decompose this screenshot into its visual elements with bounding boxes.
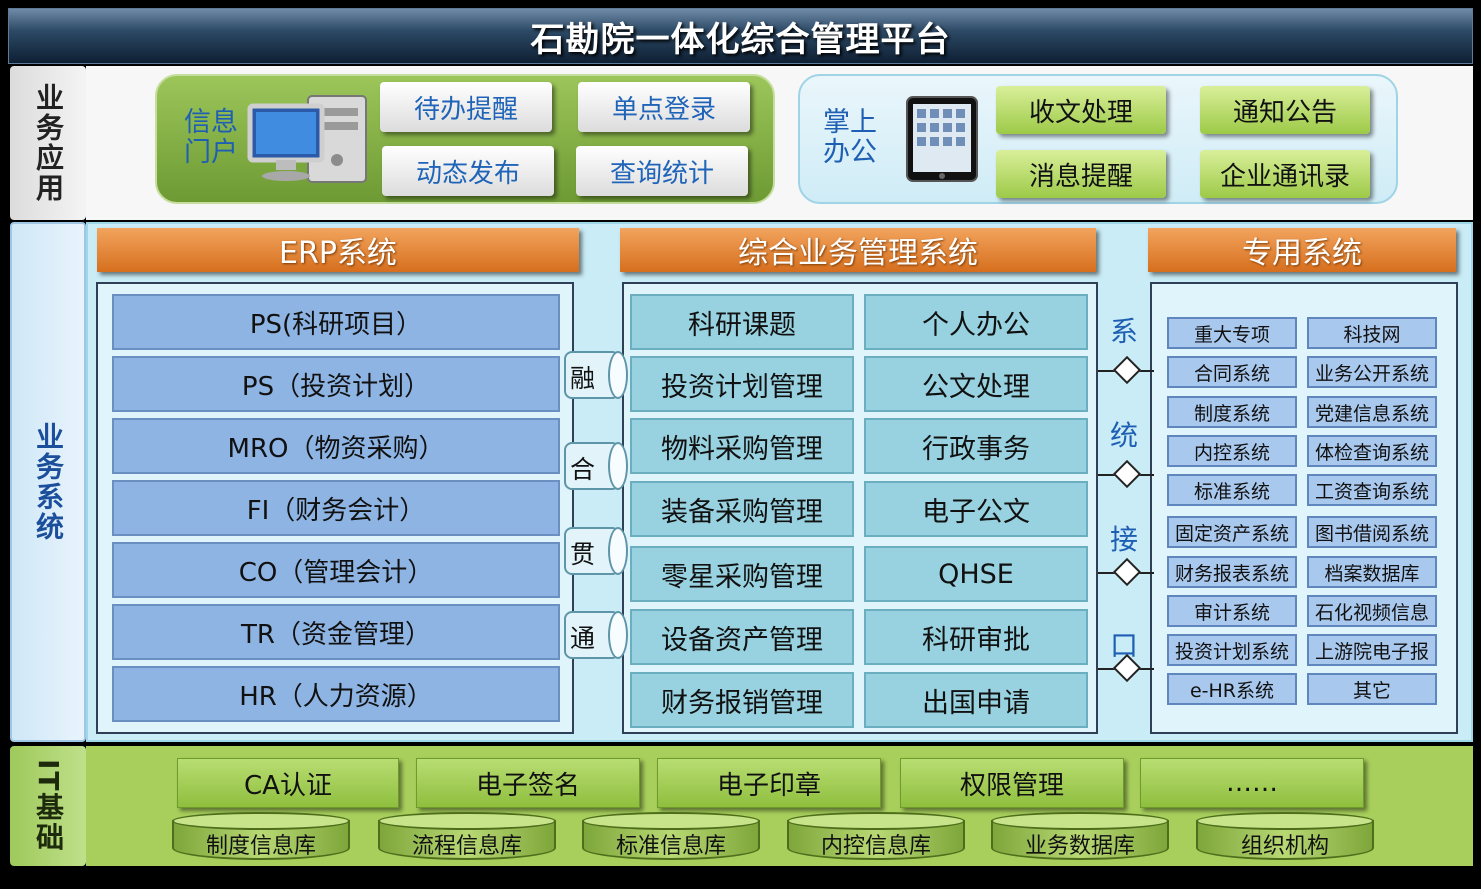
row-label-business-app: 业务应用	[10, 66, 86, 220]
erp-item[interactable]: FI（财务会计）	[112, 480, 560, 536]
pending-reminder-button[interactable]: 待办提醒	[380, 82, 552, 132]
special-item[interactable]: 合同系统	[1167, 356, 1297, 388]
erp-item[interactable]: HR（人力资源）	[112, 666, 560, 722]
interface-char: 系	[1110, 315, 1139, 348]
interface-char: 接	[1110, 523, 1139, 556]
special-item[interactable]: 审计系统	[1167, 595, 1297, 627]
receive-document-button[interactable]: 收文处理	[996, 86, 1166, 134]
biz-item[interactable]: 个人办公	[864, 294, 1088, 350]
biz-item[interactable]: 物料采购管理	[630, 418, 854, 474]
fusion-connector: 融	[558, 351, 628, 399]
special-item[interactable]: 工资查询系统	[1307, 474, 1437, 506]
computer-icon	[247, 95, 367, 183]
page-title: 石勘院一体化综合管理平台	[530, 19, 951, 60]
special-panel	[1150, 282, 1458, 734]
database-cylinder[interactable]: 制度信息库	[172, 812, 350, 862]
database-cylinder[interactable]: 标准信息库	[582, 812, 760, 862]
special-item[interactable]: 科技网	[1307, 317, 1437, 349]
special-item[interactable]: 上游院电子报	[1307, 634, 1437, 666]
special-header: 专用系统	[1148, 228, 1456, 272]
biz-item[interactable]: 电子公文	[864, 481, 1088, 537]
biz-item[interactable]: 财务报销管理	[630, 672, 854, 728]
erp-item[interactable]: TR（资金管理）	[112, 604, 560, 660]
biz-item[interactable]: 零星采购管理	[630, 546, 854, 602]
it-service-box[interactable]: CA认证	[177, 758, 399, 808]
special-item[interactable]: 标准系统	[1167, 474, 1297, 506]
title-bar: 石勘院一体化综合管理平台	[8, 8, 1473, 64]
single-sign-on-button[interactable]: 单点登录	[578, 82, 750, 132]
info-portal-label: 信息门户	[184, 107, 238, 168]
biz-item[interactable]: 行政事务	[864, 418, 1088, 474]
row-label-business-system: 业务系统	[10, 222, 86, 742]
database-cylinder[interactable]: 内控信息库	[787, 812, 965, 862]
database-cylinder[interactable]: 业务数据库	[991, 812, 1169, 862]
special-item[interactable]: 党建信息系统	[1307, 396, 1437, 428]
special-item[interactable]: 其它	[1307, 673, 1437, 705]
special-item[interactable]: 固定资产系统	[1167, 516, 1297, 548]
biz-item[interactable]: 科研课题	[630, 294, 854, 350]
special-item[interactable]: 重大专项	[1167, 317, 1297, 349]
special-item[interactable]: 业务公开系统	[1307, 356, 1437, 388]
tablet-icon	[906, 96, 978, 182]
special-item[interactable]: e-HR系统	[1167, 673, 1297, 705]
biz-item[interactable]: 装备采购管理	[630, 481, 854, 537]
special-item[interactable]: 投资计划系统	[1167, 634, 1297, 666]
erp-item[interactable]: MRO（物资采购）	[112, 418, 560, 474]
special-item[interactable]: 石化视频信息	[1307, 595, 1437, 627]
row-label-it-foundation: IT基础	[10, 746, 86, 866]
erp-item[interactable]: PS(科研项目）	[112, 294, 560, 350]
fusion-connector: 合	[558, 442, 628, 490]
biz-item[interactable]: 设备资产管理	[630, 609, 854, 665]
enterprise-directory-button[interactable]: 企业通讯录	[1200, 150, 1370, 198]
message-reminder-button[interactable]: 消息提醒	[996, 150, 1166, 198]
special-item[interactable]: 体检查询系统	[1307, 435, 1437, 467]
biz-item[interactable]: QHSE	[864, 546, 1088, 602]
special-item[interactable]: 内控系统	[1167, 435, 1297, 467]
it-service-box[interactable]: 电子印章	[657, 758, 881, 808]
erp-item[interactable]: PS（投资计划）	[112, 356, 560, 412]
biz-item[interactable]: 投资计划管理	[630, 356, 854, 412]
fusion-connector: 贯	[558, 527, 628, 575]
database-cylinder[interactable]: 组织机构	[1196, 812, 1374, 862]
erp-item[interactable]: CO（管理会计）	[112, 542, 560, 598]
news-publish-button[interactable]: 动态发布	[382, 146, 554, 196]
special-item[interactable]: 财务报表系统	[1167, 556, 1297, 588]
interface-char: 统	[1110, 419, 1139, 452]
query-stats-button[interactable]: 查询统计	[576, 146, 748, 196]
biz-header: 综合业务管理系统	[620, 228, 1096, 272]
fusion-connector: 通	[558, 611, 628, 659]
it-service-box[interactable]: 权限管理	[900, 758, 1124, 808]
database-cylinder[interactable]: 流程信息库	[378, 812, 556, 862]
it-service-box[interactable]: ……	[1140, 758, 1364, 808]
erp-header: ERP系统	[97, 228, 579, 272]
notice-button[interactable]: 通知公告	[1200, 86, 1370, 134]
it-service-box[interactable]: 电子签名	[416, 758, 640, 808]
biz-item[interactable]: 出国申请	[864, 672, 1088, 728]
biz-item[interactable]: 科研审批	[864, 609, 1088, 665]
special-item[interactable]: 图书借阅系统	[1307, 516, 1437, 548]
biz-item[interactable]: 公文处理	[864, 356, 1088, 412]
special-item[interactable]: 档案数据库	[1307, 556, 1437, 588]
mobile-office-label: 掌上办公	[823, 107, 877, 168]
special-item[interactable]: 制度系统	[1167, 396, 1297, 428]
